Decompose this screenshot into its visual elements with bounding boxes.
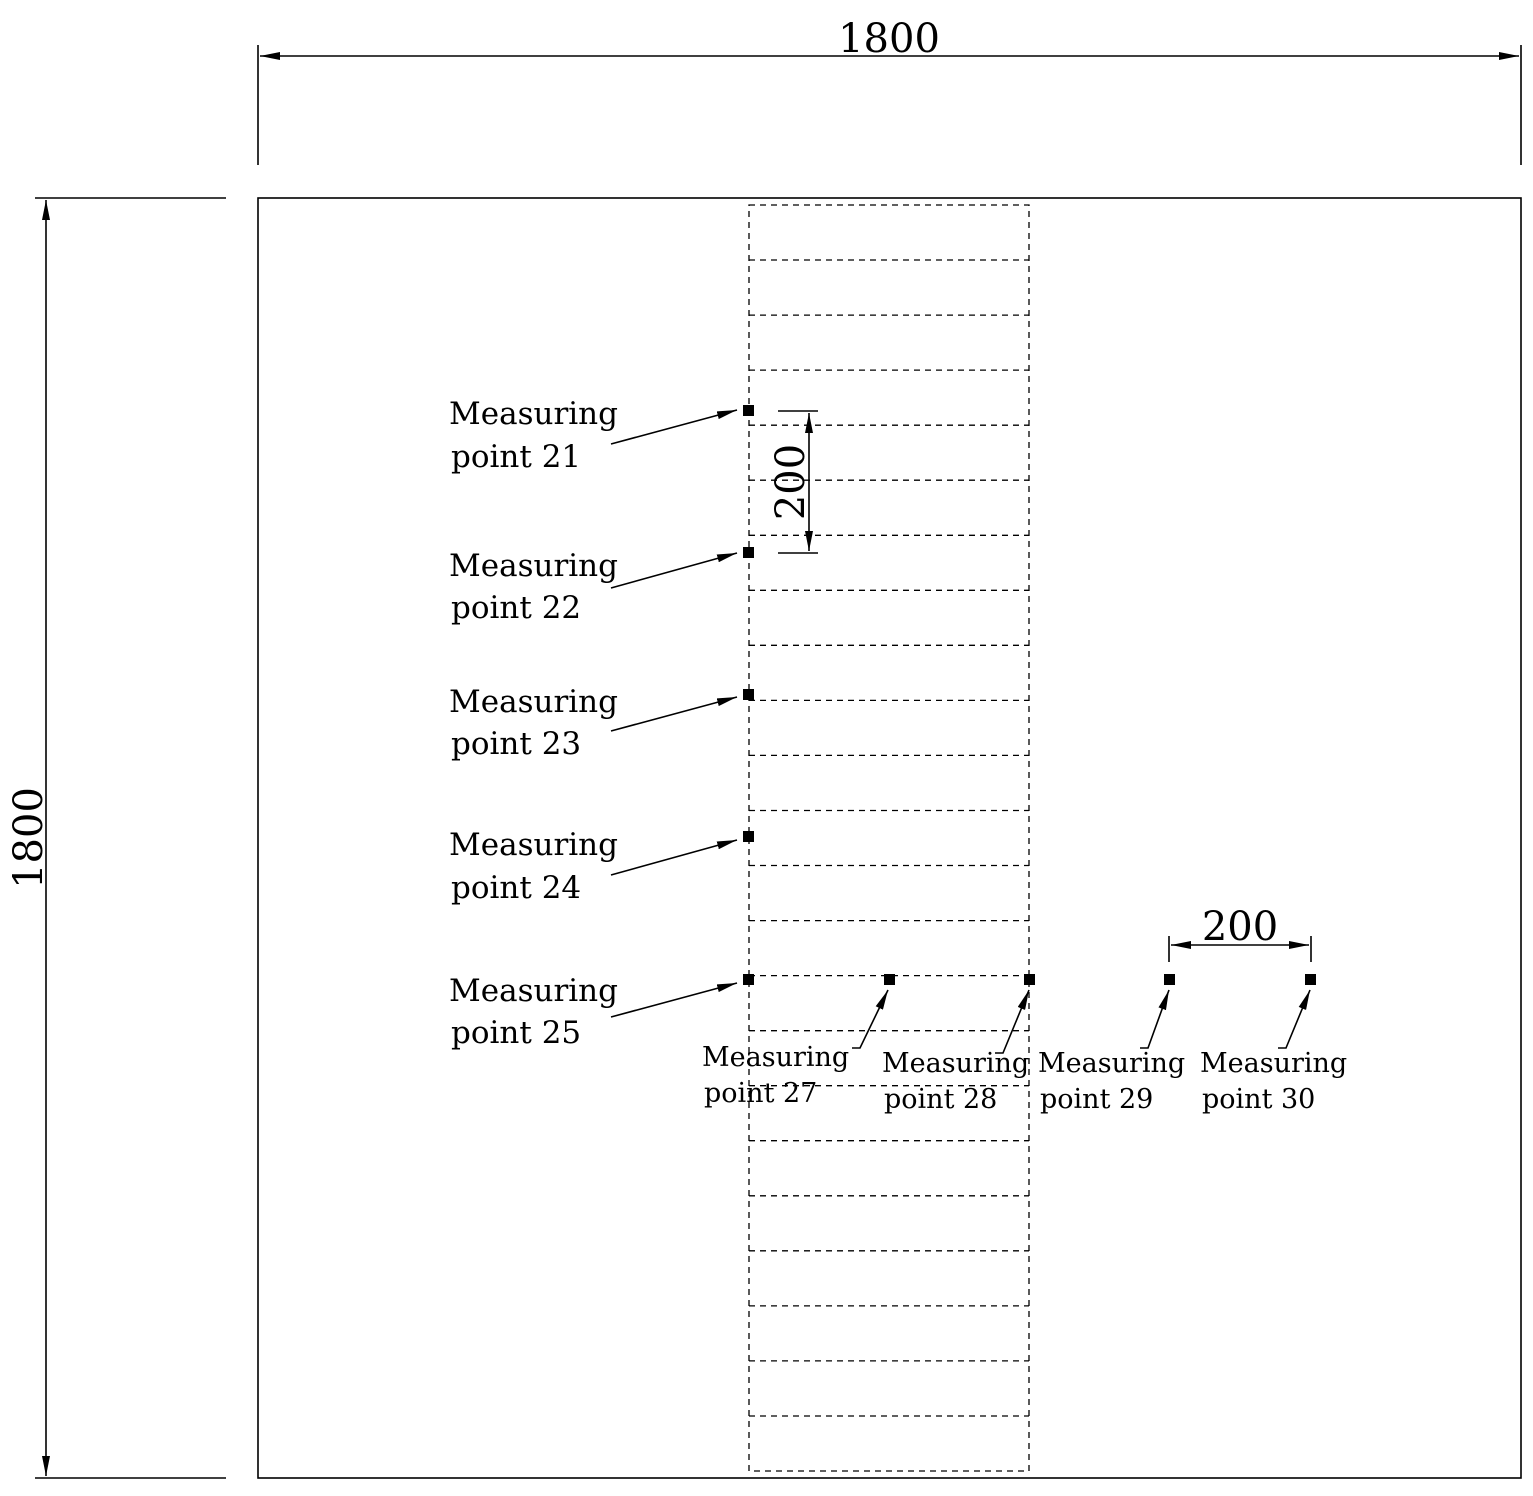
top-dim-text: 1800	[838, 16, 940, 62]
label-point-24-line1: Measuring	[449, 827, 618, 863]
leader-point-22	[610, 552, 738, 589]
label-point-28: Measuring point 28	[882, 1048, 1038, 1115]
label-point-30-line1: Measuring	[1200, 1048, 1347, 1079]
plate-outline	[257, 197, 1522, 1479]
marker-point-27	[884, 974, 895, 985]
leader-point-24	[610, 839, 738, 876]
marker-point-28	[1024, 974, 1035, 985]
label-point-24-line2: point 24	[451, 870, 581, 906]
leader-point-27	[852, 989, 889, 1049]
label-point-29-line2: point 29	[1040, 1084, 1153, 1115]
label-point-27: Measuring point 27	[702, 1042, 858, 1109]
label-point-21-line2: point 21	[451, 439, 581, 475]
label-point-21: Measuring point 21	[449, 396, 628, 475]
label-point-22: Measuring point 22	[449, 548, 628, 626]
label-point-22-line1: Measuring	[449, 548, 618, 584]
leader-point-29	[1140, 989, 1170, 1049]
label-point-27-line2: point 27	[704, 1078, 817, 1109]
leader-point-28	[995, 989, 1030, 1054]
top-width-dimension: 1800	[257, 16, 1522, 165]
leader-point-23	[610, 696, 738, 732]
left-dim-text: 1800	[6, 787, 52, 889]
label-point-25-line2: point 25	[451, 1015, 581, 1051]
label-point-29-line1: Measuring	[1038, 1048, 1185, 1079]
hsp-dim-text: 200	[1202, 904, 1278, 950]
marker-point-30	[1305, 974, 1316, 985]
label-point-23-line1: Measuring	[449, 684, 618, 720]
dashed-strip	[748, 204, 1030, 1472]
label-point-21-line1: Measuring	[449, 396, 618, 432]
leader-point-21	[610, 409, 738, 445]
label-point-23: Measuring point 23	[449, 684, 628, 762]
strip-outline	[748, 204, 1030, 1472]
leader-lines	[610, 409, 1311, 1054]
label-point-30-line2: point 30	[1202, 1084, 1315, 1115]
label-point-23-line2: point 23	[451, 726, 581, 762]
leader-point-30	[1278, 989, 1311, 1049]
label-point-25-line1: Measuring	[449, 973, 618, 1009]
leader-point-25	[610, 982, 738, 1018]
marker-point-23	[743, 689, 754, 700]
label-point-27-line1: Measuring	[702, 1042, 849, 1073]
label-point-28-line1: Measuring	[882, 1048, 1029, 1079]
vertical-spacing-dimension: 200	[768, 410, 818, 554]
horizontal-spacing-dimension: 200	[1168, 904, 1312, 962]
vsp-dim-text: 200	[768, 444, 814, 520]
measuring-point-labels: Measuring point 21 Measuring point 22 Me…	[449, 396, 1356, 1115]
label-point-28-line2: point 28	[884, 1084, 997, 1115]
label-point-22-line2: point 22	[451, 590, 581, 626]
marker-point-21	[743, 405, 754, 416]
marker-point-24	[743, 831, 754, 842]
label-point-25: Measuring point 25	[449, 973, 628, 1051]
left-height-dimension: 1800	[6, 197, 226, 1479]
marker-point-29	[1164, 974, 1175, 985]
label-point-30: Measuring point 30	[1200, 1048, 1356, 1115]
label-point-24: Measuring point 24	[449, 827, 628, 906]
marker-point-25	[743, 974, 754, 985]
marker-point-22	[743, 547, 754, 558]
label-point-29: Measuring point 29	[1038, 1048, 1194, 1115]
measuring-point-markers	[743, 405, 1316, 985]
